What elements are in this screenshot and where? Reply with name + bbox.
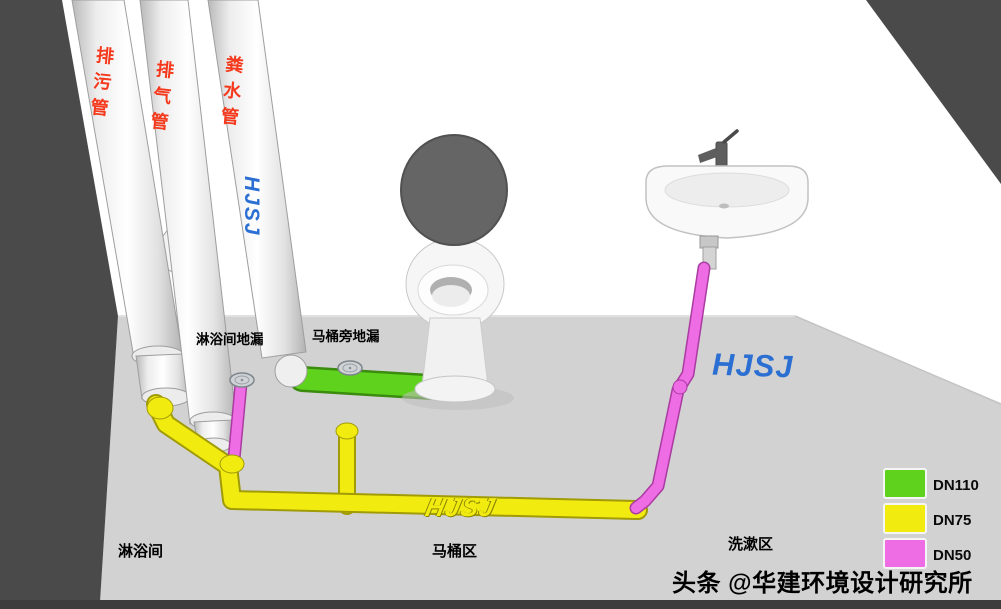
- faucet-lever: [722, 129, 739, 144]
- legend-swatch-dn110: [883, 468, 927, 499]
- toilet-base: [414, 375, 496, 403]
- toilet-bowl-inner: [432, 285, 470, 307]
- dn50-shower-group: [219, 372, 255, 474]
- riser-watermark: HJSJ: [240, 176, 263, 237]
- dn75-elbow-left: [146, 396, 174, 420]
- dn75-riser-cap: [335, 422, 359, 440]
- sink-trap-upper: [699, 235, 719, 249]
- dn50-elbow: [672, 379, 688, 395]
- toilet-lid: [400, 134, 508, 246]
- shower-drain-label: 淋浴间地漏: [196, 332, 264, 347]
- zone-label-washing: 洗漱区: [728, 536, 774, 553]
- sink: [645, 129, 809, 270]
- right-wall-floor-line: [794, 315, 1001, 405]
- dn50-sink-pipe: [631, 263, 709, 513]
- legend-label-dn110: DN110: [933, 477, 979, 494]
- sink-bowl: [664, 172, 790, 208]
- bottom-bar: [0, 600, 1001, 609]
- toilet: [400, 134, 514, 410]
- faucet-spout: [698, 148, 717, 163]
- legend-label-dn50: DN50: [933, 547, 971, 564]
- toilet-side-drain-label: 马桶旁地漏: [312, 329, 380, 344]
- dn50-shower-riser: [229, 379, 246, 464]
- wall-watermark: HJSJ: [712, 346, 794, 385]
- legend: DN110 DN75 DN50: [883, 468, 979, 569]
- riser-pipes: [71, 0, 307, 453]
- floor-watermark: HJSJ: [422, 492, 499, 522]
- sink-drain-hole: [719, 203, 729, 209]
- footer-credit: 头条 @华建环境设计研究所: [672, 570, 973, 597]
- left-wall-edge: [0, 0, 118, 602]
- right-wall-edge: [866, 0, 1001, 184]
- shower-floor-drain-grate: [229, 372, 255, 388]
- dn75-tee-socket: [219, 454, 245, 474]
- zone-label-shower: 淋浴间: [118, 543, 164, 560]
- soil-riser-elbow: [274, 354, 308, 388]
- legend-label-dn75: DN75: [933, 512, 971, 529]
- legend-swatch-dn75: [883, 503, 927, 534]
- legend-swatch-dn50: [883, 538, 927, 569]
- soil-riser-pipe: [207, 0, 307, 359]
- zone-label-toilet: 马桶区: [432, 543, 478, 560]
- dn50-sink-group: [629, 261, 711, 515]
- toilet-side-floor-drain-grate: [337, 360, 363, 376]
